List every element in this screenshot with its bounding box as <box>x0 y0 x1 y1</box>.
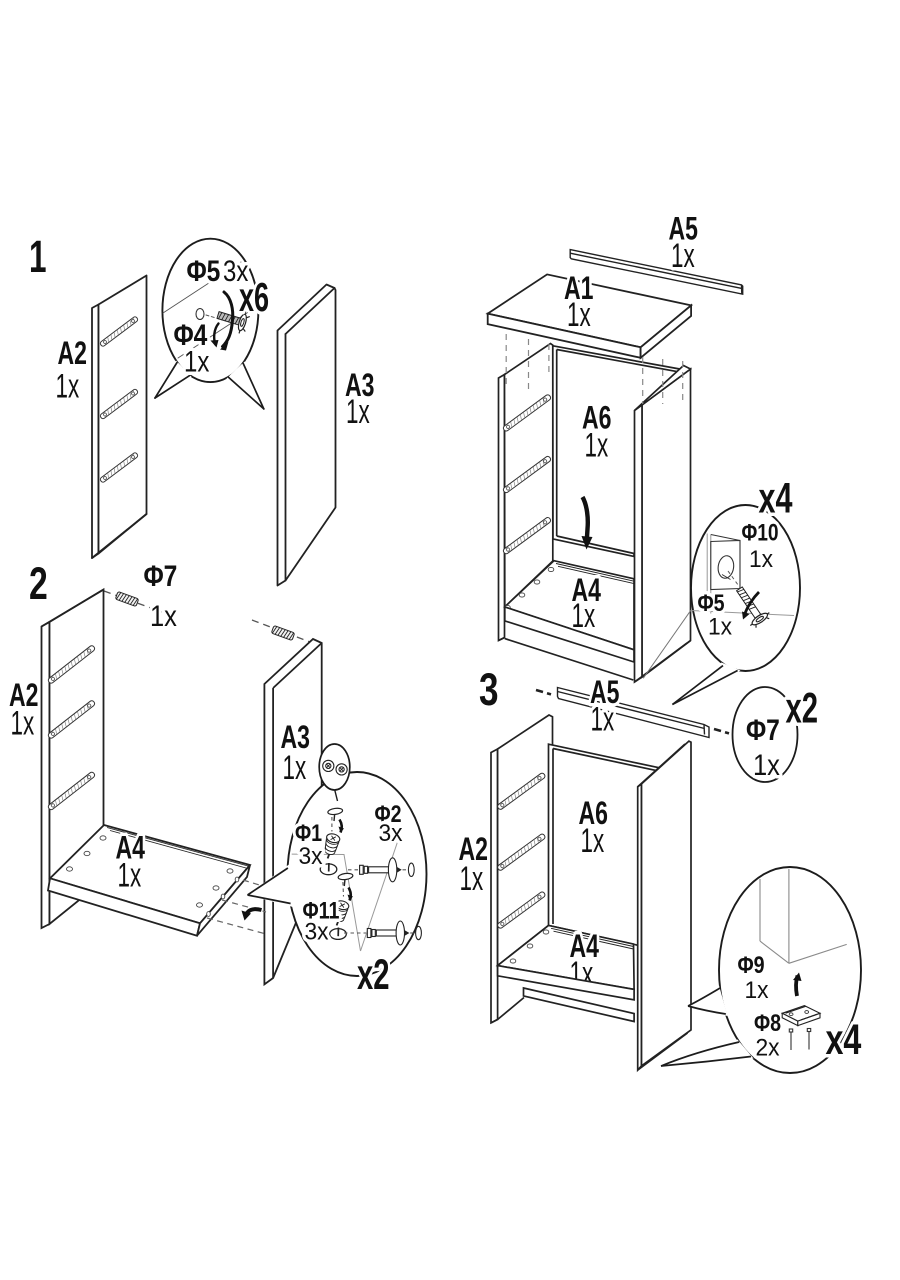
svg-text:1x: 1x <box>581 822 605 860</box>
svg-text:3x: 3x <box>379 819 403 846</box>
svg-text:Φ7: Φ7 <box>746 713 780 747</box>
svg-text:1x: 1x <box>585 427 609 465</box>
svg-text:1x: 1x <box>708 613 732 640</box>
svg-text:Φ8: Φ8 <box>754 1009 781 1036</box>
svg-text:1x: 1x <box>283 749 307 787</box>
svg-text:x6: x6 <box>239 276 269 321</box>
svg-text:Φ1: Φ1 <box>295 819 322 846</box>
svg-text:1x: 1x <box>150 599 177 632</box>
svg-text:x2: x2 <box>357 950 390 998</box>
svg-text:2: 2 <box>29 559 48 609</box>
svg-text:A3: A3 <box>281 719 310 755</box>
svg-text:3: 3 <box>479 664 499 715</box>
svg-text:A5: A5 <box>669 211 698 247</box>
svg-text:1x: 1x <box>749 545 773 572</box>
svg-text:A6: A6 <box>582 400 611 436</box>
svg-text:Φ11: Φ11 <box>303 897 340 924</box>
svg-text:Φ4: Φ4 <box>174 318 209 352</box>
svg-text:1x: 1x <box>567 296 591 334</box>
svg-text:x4: x4 <box>826 1017 862 1065</box>
svg-text:1x: 1x <box>591 701 615 739</box>
svg-text:A4: A4 <box>570 928 600 964</box>
svg-text:Φ10: Φ10 <box>742 518 779 546</box>
svg-text:1: 1 <box>29 233 47 283</box>
svg-text:3x: 3x <box>223 253 249 287</box>
svg-text:1x: 1x <box>11 705 35 743</box>
svg-text:3x: 3x <box>299 842 323 869</box>
svg-text:Φ7: Φ7 <box>144 559 178 593</box>
svg-text:x2: x2 <box>786 684 819 732</box>
svg-text:1x: 1x <box>745 976 769 1003</box>
svg-text:Φ9: Φ9 <box>738 951 765 978</box>
svg-text:Φ5: Φ5 <box>187 254 221 288</box>
svg-text:A2: A2 <box>9 677 38 713</box>
svg-text:1x: 1x <box>671 237 695 275</box>
svg-text:A2: A2 <box>58 335 87 371</box>
svg-text:A6: A6 <box>579 795 608 831</box>
svg-text:1x: 1x <box>184 344 210 378</box>
svg-text:Φ5: Φ5 <box>698 589 725 616</box>
svg-text:A1: A1 <box>564 270 593 306</box>
svg-text:A5: A5 <box>590 674 619 710</box>
svg-text:1x: 1x <box>118 857 142 895</box>
svg-text:3x: 3x <box>305 918 329 945</box>
svg-text:A2: A2 <box>459 831 488 867</box>
svg-text:x4: x4 <box>759 473 793 521</box>
svg-text:A3: A3 <box>345 367 374 403</box>
svg-text:1x: 1x <box>56 368 80 406</box>
svg-text:1x: 1x <box>753 748 780 781</box>
svg-text:1x: 1x <box>346 393 370 431</box>
svg-text:Φ2: Φ2 <box>375 800 402 827</box>
svg-text:1x: 1x <box>460 860 484 898</box>
svg-text:A4: A4 <box>572 572 602 608</box>
svg-text:2x: 2x <box>756 1034 780 1061</box>
svg-text:A4: A4 <box>116 830 146 866</box>
